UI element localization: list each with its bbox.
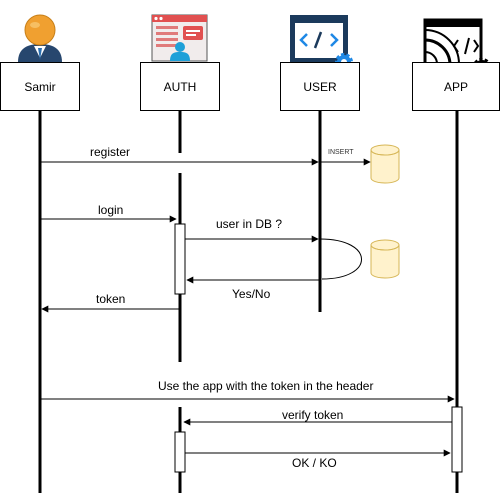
- auth-form-icon: [151, 14, 208, 62]
- message-verify-token: verify token: [282, 408, 344, 422]
- activation-auth-2: [174, 431, 186, 473]
- message-user-in-db: user in DB ?: [216, 217, 283, 231]
- actor-box-user: USER: [280, 62, 360, 111]
- message-login: login: [98, 203, 124, 217]
- activation-auth-1: [174, 223, 186, 295]
- actor-label: AUTH: [163, 79, 197, 94]
- actor-label: Samir: [24, 79, 56, 94]
- actor-box-auth: AUTH: [140, 62, 220, 111]
- code-window-gear-icon: [290, 15, 353, 71]
- actor-label: USER: [303, 79, 337, 94]
- message-use-app: Use the app with the token in the header: [158, 379, 374, 393]
- user-avatar-icon: [18, 14, 62, 62]
- message-yes-no: Yes/No: [232, 287, 271, 301]
- message-token: token: [96, 292, 126, 306]
- message-register: register: [90, 145, 131, 159]
- database-icon: [370, 144, 400, 184]
- message-ok-ko: OK / KO: [292, 456, 337, 470]
- actor-box-app: APP: [412, 62, 500, 111]
- message-insert: INSERT: [328, 149, 354, 156]
- actor-label: APP: [443, 79, 468, 94]
- actor-box-samir: Samir: [0, 62, 80, 111]
- activation-app: [451, 406, 463, 473]
- arrow-db-lookup-loop: [319, 238, 362, 280]
- database-icon: [370, 239, 400, 279]
